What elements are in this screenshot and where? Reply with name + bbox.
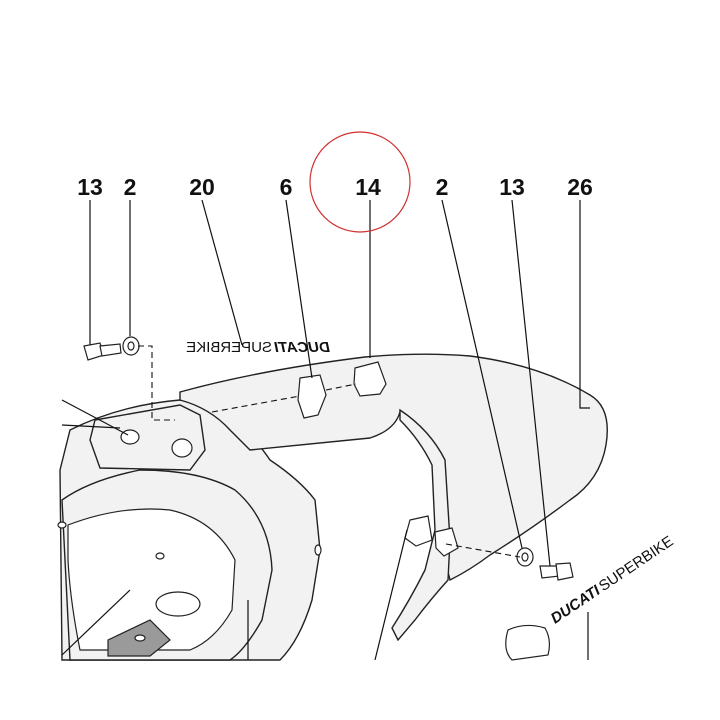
decal-left-part-20: DUCATI SUPERBIKE (186, 339, 330, 356)
callout-13-right: 13 (499, 174, 525, 200)
highlight-circle (309, 131, 411, 233)
decal-right-part-26: DUCATI SUPERBIKE (548, 533, 677, 628)
decal-right-brand: DUCATI (548, 582, 604, 628)
decal-left-brand: DUCATI (274, 339, 330, 356)
callout-14: 14 (355, 174, 381, 200)
bolt-left-part-13 (83, 342, 122, 361)
callout-labels: 13 2 20 6 14 2 13 26 (77, 174, 593, 200)
callout-2-right: 2 (436, 174, 449, 200)
tail-cover-part-14 (179, 353, 608, 661)
leader-lines (89, 199, 590, 661)
washer-left-part-2 (122, 336, 140, 356)
callout-20: 20 (189, 174, 215, 200)
bolt-right-part-13 (539, 562, 574, 581)
decal-left-model: SUPERBIKE (186, 339, 272, 356)
callout-2-left: 2 (124, 174, 137, 200)
callout-26: 26 (567, 174, 593, 200)
callout-13-left: 13 (77, 174, 103, 200)
seat-base-assembly (57, 399, 322, 661)
decal-right-model: SUPERBIKE (596, 533, 677, 595)
assembly-paths (138, 345, 521, 558)
callout-6: 6 (280, 174, 293, 200)
